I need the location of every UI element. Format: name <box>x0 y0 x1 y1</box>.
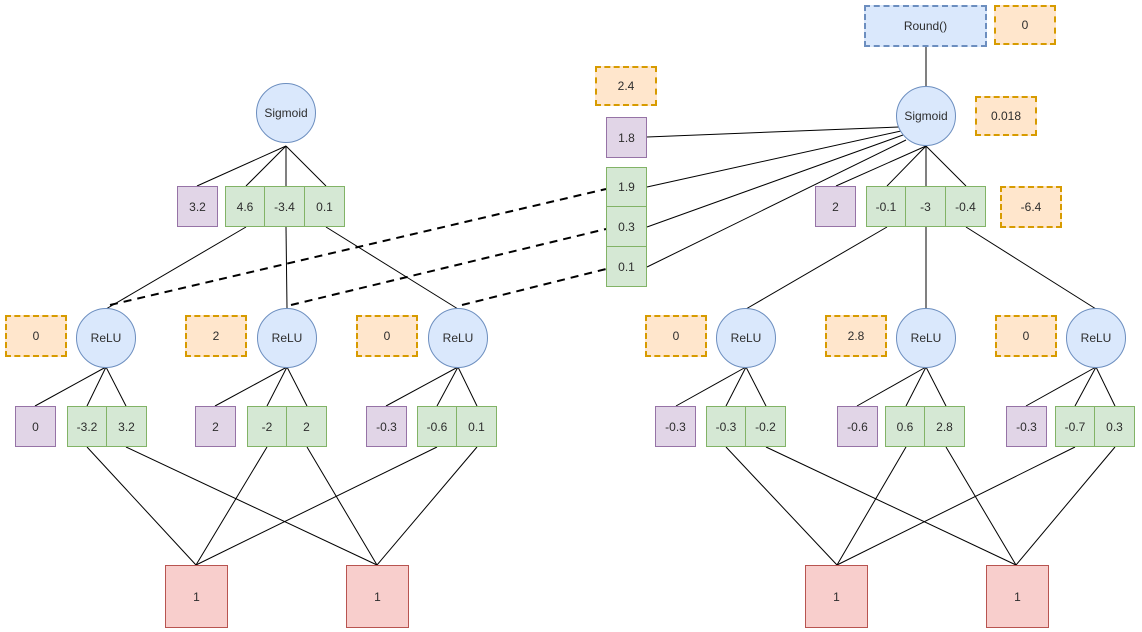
weight-cell: -3.4 <box>265 186 305 227</box>
middle-activation-stack: 1.9 0.3 0.1 <box>606 167 647 287</box>
left-relu3-value-box: 0 <box>356 315 418 357</box>
activation-cell: 0.3 <box>606 207 647 247</box>
weight-cell: -2 <box>247 406 287 447</box>
left-input2-box: 1 <box>346 565 409 628</box>
weight-cell: -0.6 <box>417 406 457 447</box>
right-relu2-bias-box: -0.6 <box>837 406 878 447</box>
activation-cell: 0.1 <box>606 247 647 287</box>
right-sigmoid-value-box: 0.018 <box>975 96 1037 136</box>
weight-cell: 3.2 <box>107 406 147 447</box>
left-relu2-node: ReLU <box>257 308 317 368</box>
left-sigmoid-node: Sigmoid <box>256 83 316 143</box>
left-relu3-bias-box: -0.3 <box>366 406 407 447</box>
right-output-weight-row: -0.1 -3 -0.4 <box>866 186 986 227</box>
weight-cell: 0.1 <box>457 406 497 447</box>
copy-activation-dashed-edges <box>109 188 607 306</box>
left-relu2-bias-box: 2 <box>195 406 236 447</box>
weight-cell: -0.4 <box>946 186 986 227</box>
weight-cell: 4.6 <box>225 186 265 227</box>
weight-cell: 0.3 <box>1095 406 1135 447</box>
weight-cell: 0.6 <box>885 406 925 447</box>
left-relu2-weight-row: -2 2 <box>247 406 327 447</box>
weight-cell: 2 <box>287 406 327 447</box>
right-input1-box: 1 <box>805 565 868 628</box>
right-relu1-node: ReLU <box>716 308 776 368</box>
weight-cell: -0.7 <box>1055 406 1095 447</box>
weight-cell: -0.2 <box>746 406 786 447</box>
weight-cell: -3.2 <box>67 406 107 447</box>
right-preactivation-value-box: -6.4 <box>1000 186 1062 228</box>
left-output-bias-box: 3.2 <box>177 186 218 227</box>
right-sigmoid-node: Sigmoid <box>896 86 956 146</box>
middle-bias-box: 1.8 <box>606 117 647 158</box>
right-relu2-node: ReLU <box>896 308 956 368</box>
left-input1-box: 1 <box>165 565 228 628</box>
weight-cell: -0.3 <box>706 406 746 447</box>
right-relu2-value-box: 2.8 <box>825 315 887 357</box>
right-network-edges <box>675 47 1116 566</box>
left-relu3-node: ReLU <box>428 308 488 368</box>
activation-cell: 1.9 <box>606 167 647 207</box>
middle-to-right-edges <box>646 126 907 268</box>
weight-cell: 2.8 <box>925 406 965 447</box>
left-relu1-node: ReLU <box>76 308 136 368</box>
weight-cell: -0.1 <box>866 186 906 227</box>
weight-cell: -3 <box>906 186 946 227</box>
right-relu3-bias-box: -0.3 <box>1006 406 1047 447</box>
right-relu1-weight-row: -0.3 -0.2 <box>706 406 786 447</box>
middle-output-value-box: 2.4 <box>595 66 657 106</box>
right-relu1-bias-box: -0.3 <box>655 406 696 447</box>
left-output-weight-row: 4.6 -3.4 0.1 <box>225 186 345 227</box>
left-relu1-value-box: 0 <box>5 315 67 357</box>
left-relu1-weight-row: -3.2 3.2 <box>67 406 147 447</box>
left-network-edges <box>34 145 478 566</box>
left-relu1-bias-box: 0 <box>15 406 56 447</box>
left-relu2-value-box: 2 <box>185 315 247 357</box>
right-relu1-value-box: 0 <box>645 315 707 357</box>
right-relu2-weight-row: 0.6 2.8 <box>885 406 965 447</box>
weight-cell: 0.1 <box>305 186 345 227</box>
right-relu3-node: ReLU <box>1066 308 1126 368</box>
round-value-box: 0 <box>994 5 1056 45</box>
left-relu3-weight-row: -0.6 0.1 <box>417 406 497 447</box>
right-relu3-value-box: 0 <box>995 315 1057 357</box>
round-function-box: Round() <box>864 5 987 47</box>
right-output-bias-box: 2 <box>815 186 856 227</box>
right-relu3-weight-row: -0.7 0.3 <box>1055 406 1135 447</box>
right-input2-box: 1 <box>986 565 1049 628</box>
